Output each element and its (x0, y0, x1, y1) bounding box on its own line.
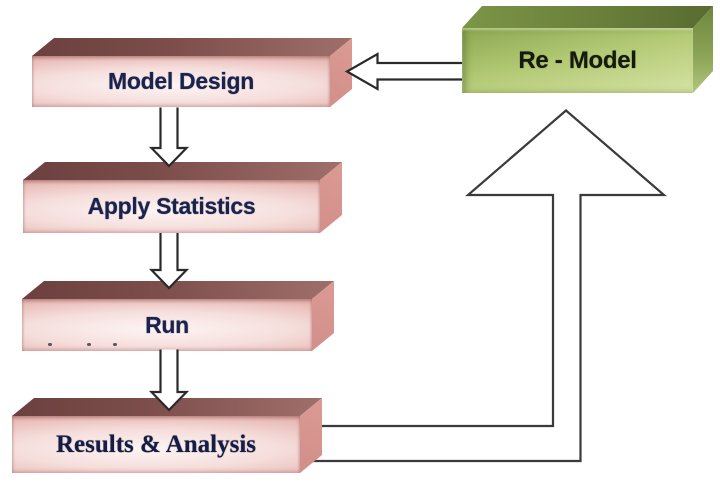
box-top-face (32, 38, 352, 56)
box-front-face (462, 28, 693, 93)
node-apply-statistics: Apply Statistics (23, 162, 342, 233)
node-label-model-design: Model Design (108, 68, 254, 94)
node-label-re-model: Re - Model (518, 46, 637, 74)
speck-dot (113, 343, 117, 346)
arrow-results-to-remodel (303, 109, 667, 463)
box-top-face (462, 6, 713, 28)
node-model-design: Model Design (32, 38, 352, 107)
node-label-results-analysis: Results & Analysis (55, 430, 257, 458)
box-top-face (22, 281, 334, 299)
box-front-face (32, 56, 330, 107)
box-right-face (693, 6, 713, 93)
box-top-face (23, 162, 342, 180)
speck-dot (87, 343, 91, 346)
speck-dot (48, 343, 52, 346)
node-re-model: Re - Model (462, 6, 713, 93)
box-front-face (23, 180, 320, 233)
arrow-modeldesign-to-applystatistics (148, 107, 190, 168)
node-label-apply-statistics: Apply Statistics (87, 193, 256, 219)
arrow-remodel-to-modeldesign (344, 52, 470, 91)
box-front-face (12, 416, 300, 473)
arrow-applystatistics-to-run (148, 233, 190, 290)
node-label-run: Run (145, 311, 189, 338)
box-front-face (22, 299, 312, 351)
node-results-analysis: Results & Analysis (12, 398, 322, 473)
node-run: Run (22, 281, 334, 351)
